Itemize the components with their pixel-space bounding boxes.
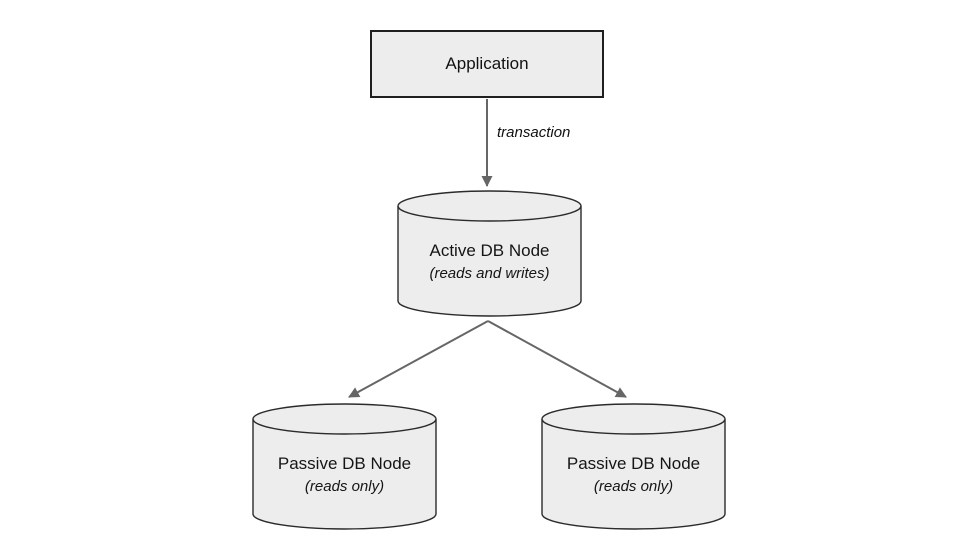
active-db-node-text: Active DB Node (reads and writes) [397,198,582,326]
passive-db-node-left: Passive DB Node (reads only) [252,403,437,531]
active-db-node: Active DB Node (reads and writes) [397,190,582,318]
transaction-edge-label: transaction [497,124,571,141]
database-cylinder-icon [541,403,726,530]
passive-db-node-right-subtitle: (reads only) [593,478,674,495]
passive-db-node-right: Passive DB Node (reads only) [541,403,726,531]
passive-db-node-right-text: Passive DB Node (reads only) [541,411,726,539]
passive-db-node-right-title: Passive DB Node [566,454,701,473]
edge-replication-right-arrow [487,320,627,398]
application-node-label: Application [445,54,529,73]
passive-db-node-left-title: Passive DB Node [277,454,412,473]
active-db-node-title: Active DB Node [429,241,550,260]
passive-db-node-left-text: Passive DB Node (reads only) [252,411,437,539]
active-db-node-subtitle: (reads and writes) [429,265,550,282]
database-cylinder-icon [252,403,437,530]
passive-db-node-left-subtitle: (reads only) [304,478,385,495]
application-node: Application [370,30,604,98]
database-cylinder-icon [397,190,582,317]
edge-replication-left-arrow [348,320,489,398]
